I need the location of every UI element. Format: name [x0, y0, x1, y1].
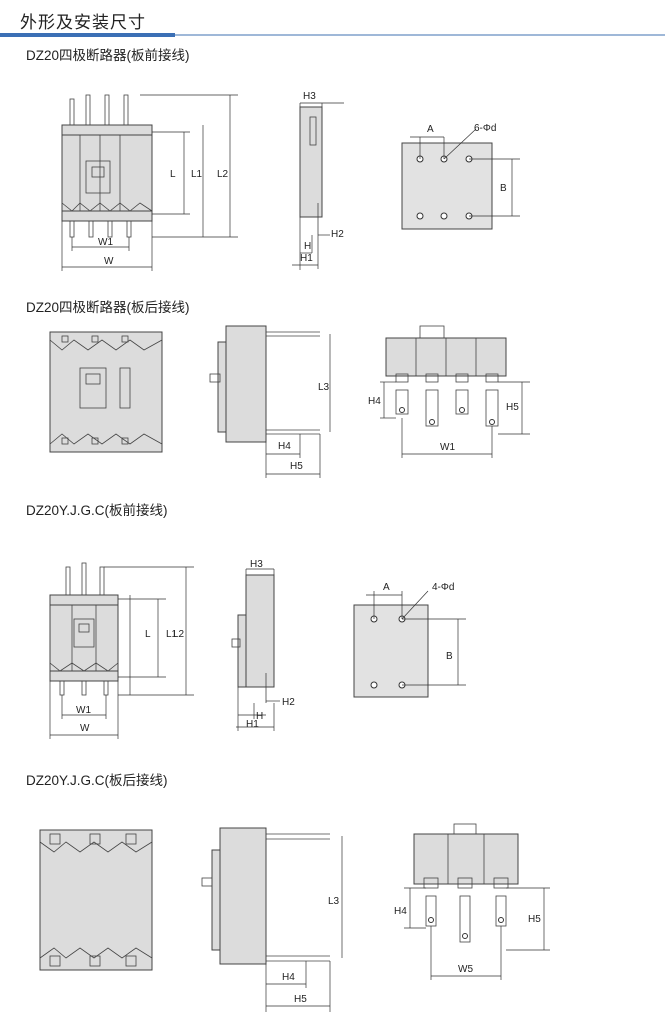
dim-H2: H2: [282, 697, 295, 708]
dim-W1: W1: [76, 705, 91, 716]
dim-L: L: [170, 169, 176, 180]
top-view: H4 H5 W1: [368, 325, 530, 458]
front-view: L L1 L2 W1 W: [49, 562, 194, 739]
dim-W1: W1: [440, 442, 455, 453]
dim-H4: H4: [282, 972, 295, 983]
section-4-drawing: L3 H4 H5 H4 H5 W5: [39, 823, 550, 1012]
dim-H4: H4: [368, 396, 381, 407]
dim-L1: L1: [191, 169, 203, 180]
dim-holes: 4-Φd: [432, 582, 454, 593]
dim-W5: W5: [458, 964, 473, 975]
section-2-drawing: L3 H4 H5 H4 H5 W1: [49, 325, 530, 478]
front-view: L L1 L2 W1 W: [61, 94, 238, 271]
header-divider: [0, 34, 665, 36]
front-view: [49, 331, 163, 453]
dim-W1: W1: [98, 237, 113, 248]
side-view: H3 H2 H H1: [231, 559, 295, 731]
section-1-drawing: L L1 L2 W1 W H3 H2 H H1: [61, 91, 520, 271]
dim-H1: H1: [246, 719, 259, 730]
dim-W: W: [104, 256, 114, 267]
dim-H4: H4: [394, 906, 407, 917]
section-2-title: DZ20四极断路器(板后接线): [26, 300, 190, 315]
dim-H: H: [256, 711, 263, 722]
dim-H5: H5: [290, 461, 303, 472]
side-view: L3 H4 H5: [209, 325, 331, 478]
dim-L3: L3: [328, 896, 340, 907]
dim-H2: H2: [331, 229, 344, 240]
dim-L: L: [145, 629, 151, 640]
dim-H4: H4: [278, 441, 291, 452]
page-header: 外形及安装尺寸: [0, 0, 665, 38]
section-3-drawing: L L1 L2 W1 W H3 H2 H H1: [49, 559, 466, 739]
side-view: H3 H2 H H1: [292, 91, 344, 270]
top-view: H4 H5 W5: [394, 823, 550, 980]
dim-W: W: [80, 723, 90, 734]
dim-holes: 6-Φd: [474, 123, 496, 134]
dim-H1: H1: [300, 253, 313, 264]
page-title: 外形及安装尺寸: [20, 13, 146, 32]
header-accent-bar: [0, 33, 175, 37]
dim-B: B: [500, 183, 507, 194]
dim-B: B: [446, 651, 453, 662]
dim-L3: L3: [318, 382, 330, 393]
section-4-title: DZ20Y.J.G.C(板后接线): [26, 773, 168, 788]
dim-H3: H3: [303, 91, 316, 102]
section-3-title: DZ20Y.J.G.C(板前接线): [26, 503, 168, 518]
dim-H3: H3: [250, 559, 263, 570]
section-1-title: DZ20四极断路器(板前接线): [26, 48, 190, 63]
dim-H5: H5: [528, 914, 541, 925]
dim-H5: H5: [506, 402, 519, 413]
mounting-plate: A 6-Φd B: [401, 123, 520, 230]
front-view: [39, 829, 153, 971]
dim-L1: L1: [166, 629, 178, 640]
dim-L2: L2: [173, 629, 185, 640]
mounting-plate: A 4-Φd B: [353, 582, 466, 698]
dim-L2: L2: [217, 169, 229, 180]
dim-H: H: [304, 241, 311, 252]
dim-A: A: [427, 124, 434, 135]
dim-A: A: [383, 582, 390, 593]
side-view: L3 H4 H5: [201, 827, 343, 1012]
dim-H5: H5: [294, 994, 307, 1005]
